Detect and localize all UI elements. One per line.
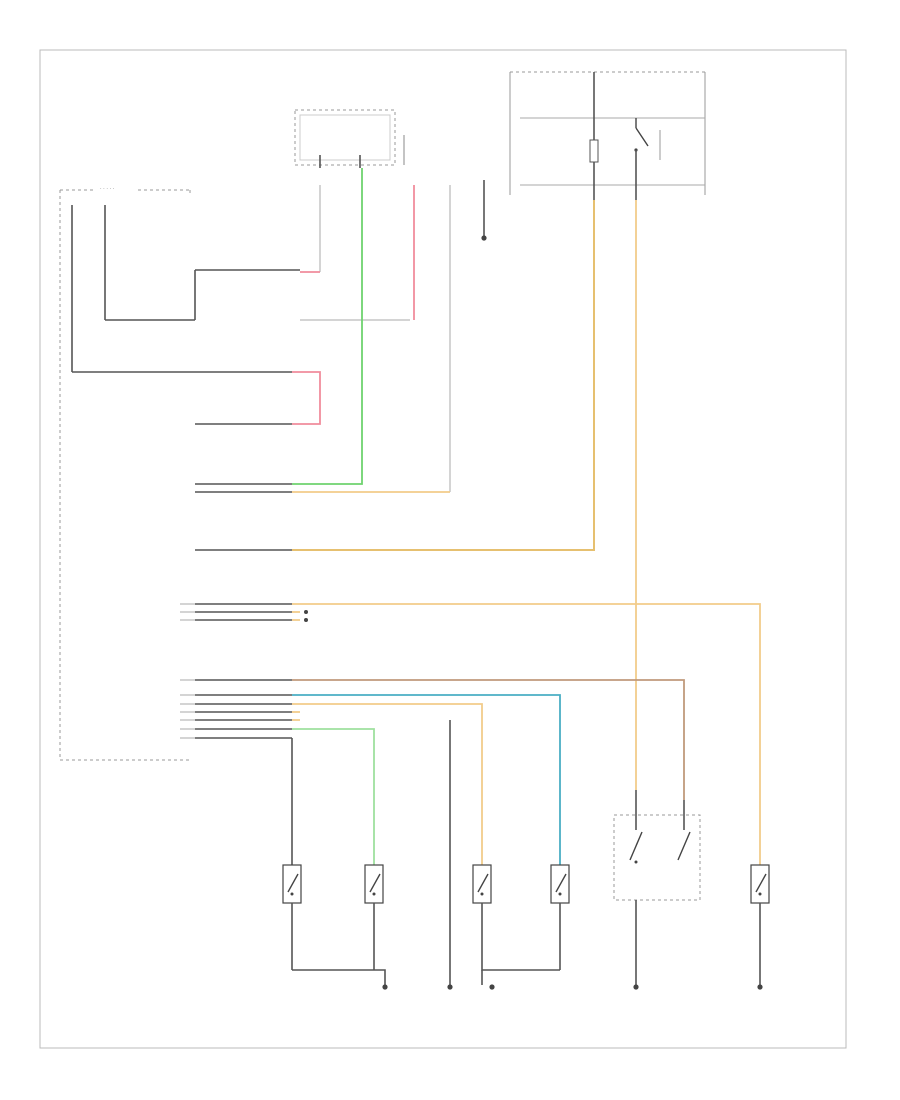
- connector-stubs: [180, 269, 300, 739]
- brown-wires: [292, 679, 685, 800]
- grey-wires: [300, 185, 451, 492]
- black-wires-left: [71, 205, 196, 373]
- fuse-block-left: · · · · ·: [59, 185, 191, 761]
- svg-text:· · · · ·: · · · · ·: [100, 186, 115, 192]
- red-wires: [292, 185, 415, 425]
- blue-wires: [292, 694, 561, 865]
- orange-wires: [292, 200, 761, 865]
- ground-top: [481, 180, 487, 241]
- splice-dots: [304, 610, 308, 622]
- ground-wiring-bottom: [292, 945, 561, 985]
- switch-1: [282, 864, 302, 970]
- switch-2: [364, 864, 384, 945]
- green-wires: [292, 168, 375, 865]
- relay-module-top: [294, 109, 405, 168]
- relay-switch-pair: [613, 790, 701, 985]
- ground-points: [382, 984, 763, 990]
- switch-4: [550, 864, 570, 945]
- switch-6: [750, 864, 770, 985]
- diagram-frame: [39, 49, 847, 1049]
- switch-3: [472, 864, 492, 945]
- fuse-box-right: [509, 71, 706, 200]
